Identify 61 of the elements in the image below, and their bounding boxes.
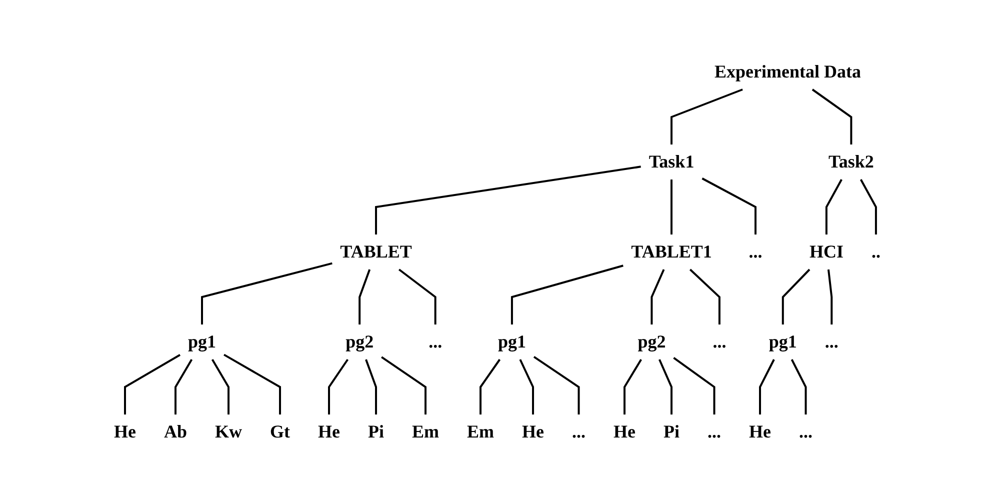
node-text: ... [428, 332, 442, 352]
node-text: TABLET1 [631, 242, 712, 262]
node-text: He [522, 422, 544, 442]
connector [702, 178, 757, 234]
connector [690, 268, 721, 324]
connector [534, 356, 580, 414]
node-text: Ab [164, 422, 188, 442]
node-text: ... [825, 332, 839, 352]
connector [670, 88, 744, 144]
node-text: He [318, 422, 340, 442]
node-text: pg2 [346, 332, 374, 352]
node-text: He [614, 422, 636, 442]
node-text: .. [872, 242, 881, 262]
connector [358, 269, 371, 324]
connector [398, 268, 437, 324]
node-text: ... [572, 422, 586, 442]
node-text: pg1 [769, 332, 798, 352]
node-text: pg1 [188, 332, 216, 352]
node-text: ... [712, 332, 726, 352]
connector [480, 358, 501, 414]
node-text: Em [412, 422, 440, 442]
connector [224, 354, 282, 414]
connector [826, 179, 843, 234]
connector [812, 88, 852, 144]
node-text: Pi [368, 422, 384, 442]
connector [375, 166, 642, 234]
connector [673, 357, 716, 414]
connector [124, 354, 181, 414]
connector [650, 269, 665, 324]
connector [328, 358, 349, 414]
node-text: pg1 [498, 332, 526, 352]
connector [365, 359, 378, 414]
node-text: Task1 [649, 152, 694, 172]
connector [624, 358, 642, 414]
connector [511, 264, 624, 324]
node-text: Kw [215, 422, 242, 442]
connector [658, 359, 673, 414]
connector [791, 359, 808, 414]
node-text: He [749, 422, 772, 442]
node-text: ... [749, 242, 763, 262]
connector [212, 359, 230, 414]
node-text: Pi [664, 422, 680, 442]
node-text: Gt [270, 422, 290, 442]
connector [860, 179, 878, 234]
node-text: Task2 [828, 152, 874, 172]
node-text: TABLET [340, 242, 412, 262]
node-text: Em [467, 422, 494, 442]
node-text: HCI [810, 242, 844, 262]
connector [670, 180, 673, 234]
node-text: ... [708, 422, 722, 442]
connector [759, 359, 776, 414]
connector [828, 269, 833, 324]
node-text: He [114, 422, 136, 442]
node-text: ... [799, 422, 813, 442]
connector [782, 268, 810, 324]
connector [381, 356, 427, 414]
node-text: pg2 [638, 332, 666, 352]
connector [201, 262, 333, 324]
node-text: Experimental Data [714, 62, 862, 82]
connector [520, 359, 534, 414]
connector [174, 359, 193, 414]
